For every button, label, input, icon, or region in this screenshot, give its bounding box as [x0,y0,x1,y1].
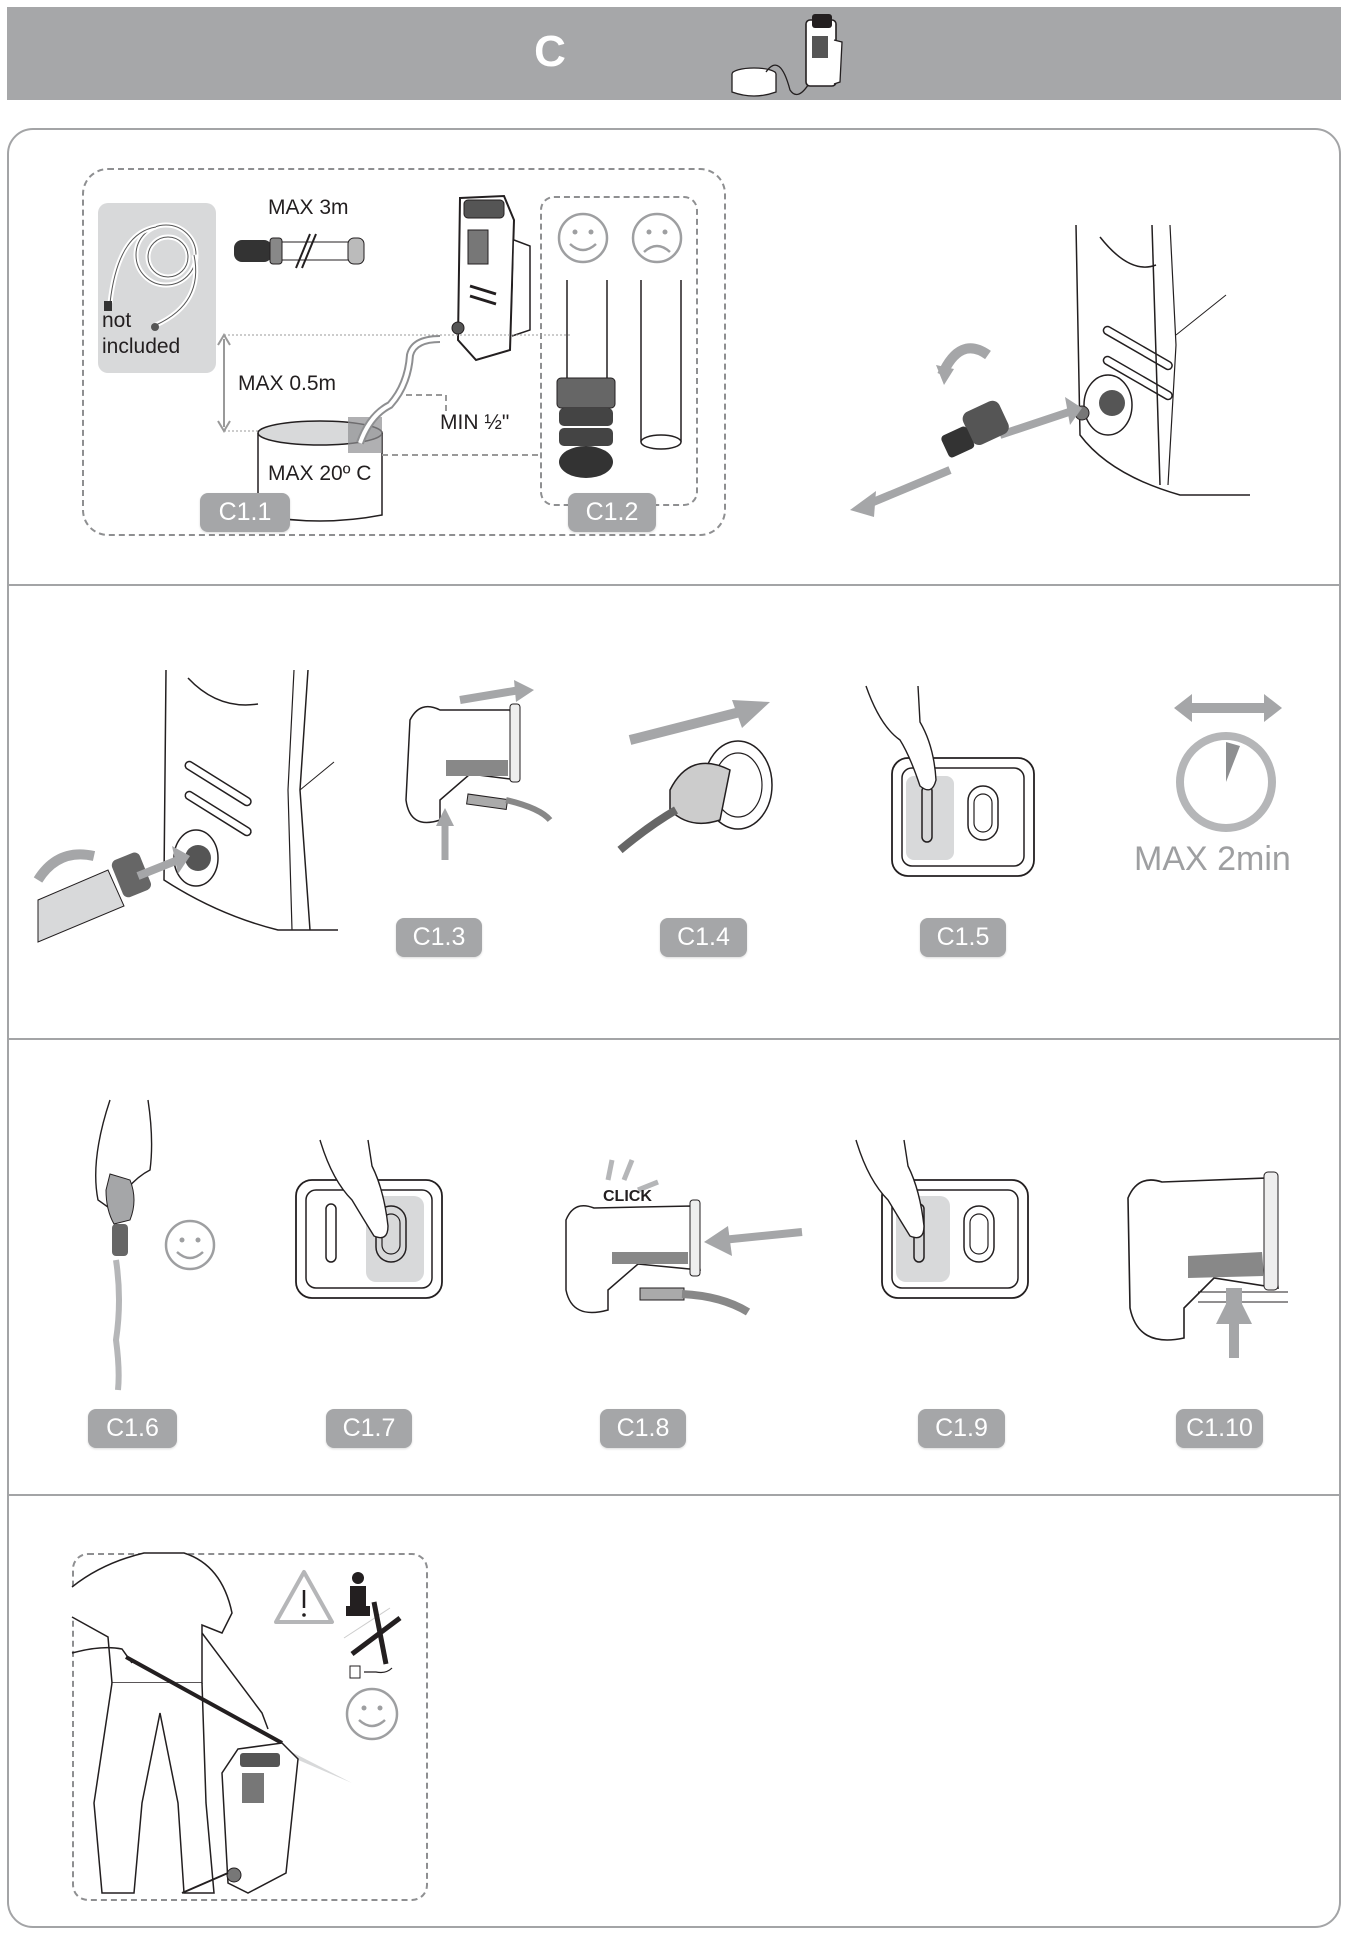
switch-press-off-icon [295,1139,443,1299]
smiley-face-icon [345,1687,399,1741]
max-runtime-label: MAX 2min [1134,840,1291,878]
max-hose-length-label: MAX 3m [268,196,349,219]
row-divider [9,584,1339,586]
section-letter: C [534,27,566,76]
operation-frame [72,1553,428,1901]
warning-triangle-icon [274,1570,334,1624]
step-badge-c1-3: C1.3 [396,918,482,957]
step-badge-c1-5: C1.5 [920,918,1006,957]
pressure-washer-with-bucket-icon [728,12,848,98]
row-divider [9,1494,1339,1496]
min-hose-diameter-label: MIN ½" [440,411,510,434]
step-badge-c1-10: C1.10 [1176,1409,1263,1448]
switch-press-on-icon [855,1139,1029,1299]
step-c1-1-frame [82,168,726,536]
timer-icon [1174,694,1282,832]
step-badge-c1-4: C1.4 [660,918,747,957]
spray-gun-trigger-lock-icon [1127,1171,1288,1358]
row-divider [9,1038,1339,1040]
hose-connector-length-icon [234,233,365,269]
smiley-face-icon [164,1219,216,1271]
click-sound-label: CLICK [603,1188,652,1205]
max-height-label: MAX 0.5m [238,372,337,395]
garden-hose-icon [104,222,199,331]
step-badge-c1-7: C1.7 [326,1409,412,1448]
pressure-washer-unit-icon [451,194,531,362]
hose-filter-comparison [556,212,683,478]
step-badge-c1-2: C1.2 [568,493,656,532]
max-water-temp-label: MAX 20º C [268,462,372,485]
safety-warnings [274,1570,402,1741]
spray-gun-attach-lance-icon [405,680,553,860]
section-header-bar [7,7,1341,100]
frown-face-icon [631,212,683,264]
plug-into-socket-icon [617,700,773,854]
step-badge-c1-8: C1.8 [600,1409,686,1448]
spray-gun-click-lance-icon [565,1159,803,1316]
step-badge-c1-9: C1.9 [918,1409,1005,1448]
hose-connect-to-inlet-icon [33,669,338,943]
not-included-label-line2: included [102,335,181,358]
not-included-box: not included [98,203,216,373]
not-included-label-line1: not [102,309,132,332]
inlet-connector-twist-icon [850,224,1250,517]
smiley-face-icon [557,212,609,264]
switch-press-on-icon [865,685,1035,877]
person-operating-pressure-washer-icon [71,1552,352,1894]
installation-diagram [217,333,570,522]
step-badge-c1-1: C1.1 [200,493,290,532]
do-not-spray-people-animals-electrics-icon [343,1572,402,1679]
step-badge-c1-6: C1.6 [88,1409,177,1448]
instructions-panel [7,128,1341,1928]
hand-hose-water-flow-icon [95,1099,216,1391]
